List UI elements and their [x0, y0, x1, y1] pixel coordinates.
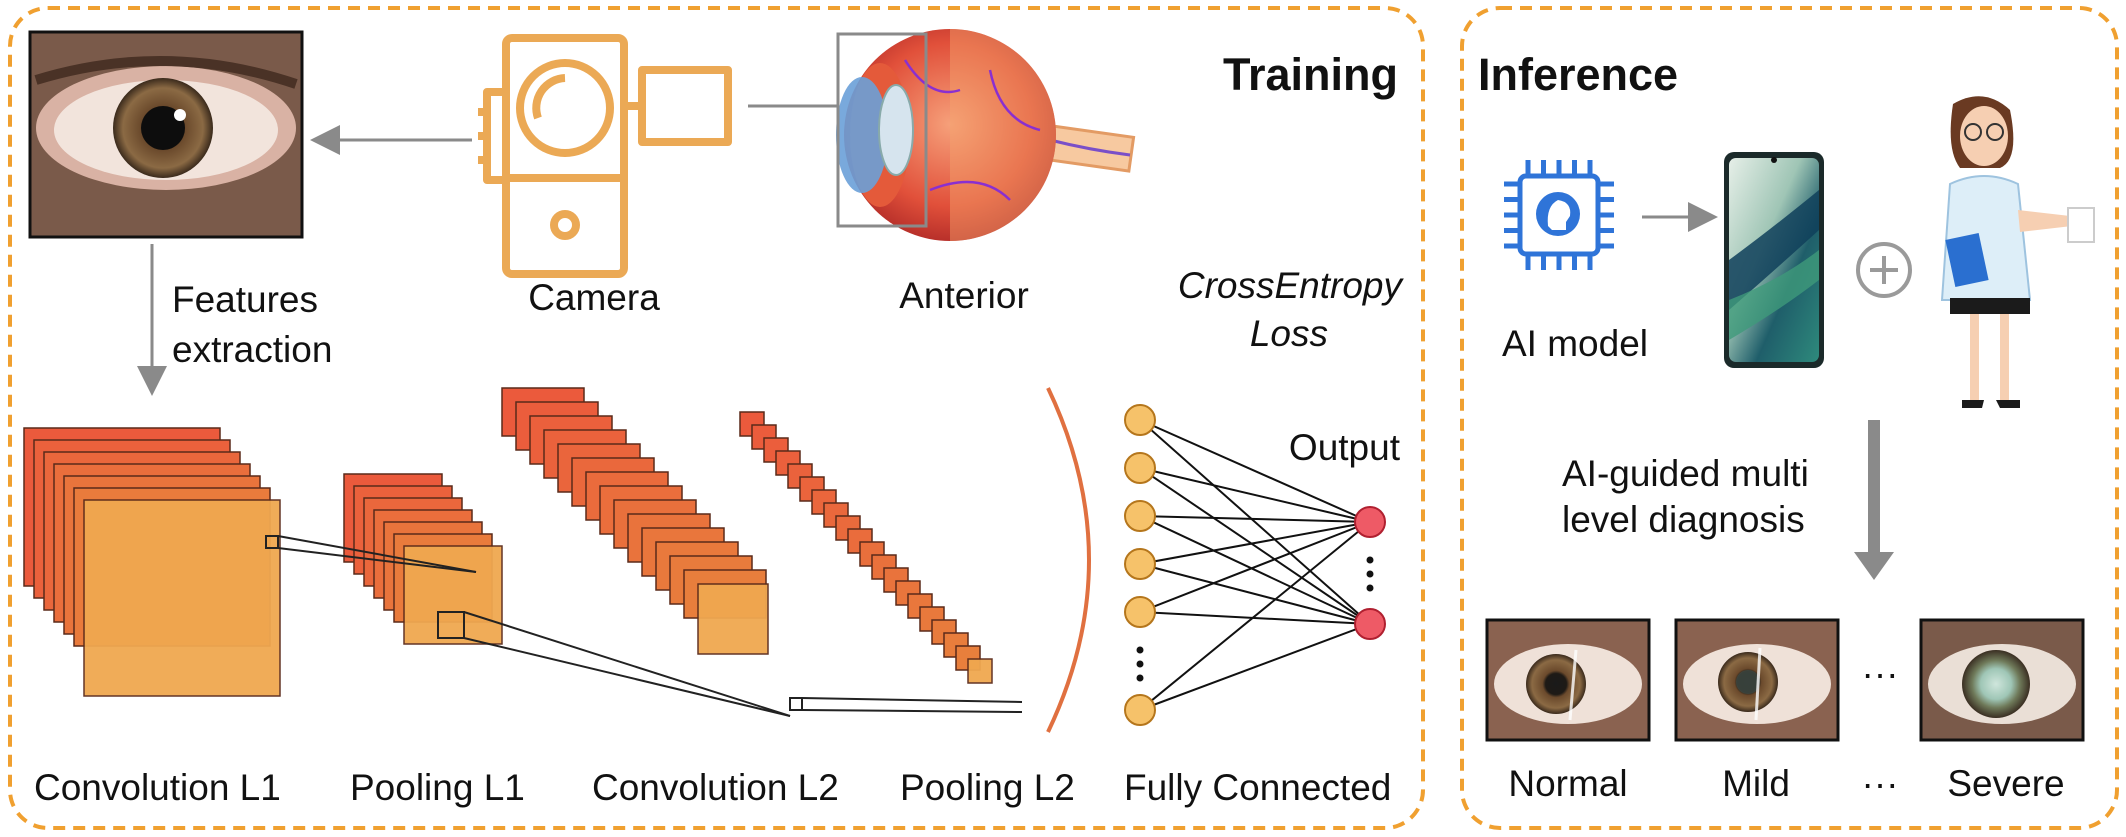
layer-stack-conv-l2: [501, 387, 769, 655]
fc-connections: [1139, 419, 1371, 711]
grade-label-mild: Mild: [1722, 763, 1790, 804]
input-ellipsis-dot: [1136, 660, 1144, 668]
output-neuron: [1354, 506, 1386, 538]
fc-edge: [1139, 515, 1371, 523]
grade-label-ellipsis: ···: [1862, 763, 1899, 804]
output-neuron: [1354, 608, 1386, 640]
output-ellipsis-dot: [1366, 570, 1374, 578]
loss-label-line1: CrossEntropy: [1178, 265, 1405, 306]
fc-edge: [1139, 521, 1371, 613]
inference-panel-border: [1460, 6, 2119, 830]
fc-edge: [1139, 419, 1371, 625]
grade-label-severe: Severe: [1947, 763, 2064, 804]
ai-chip-icon: [1504, 160, 1614, 270]
eye-photo-mild: [1674, 618, 1840, 742]
inference-title: Inference: [1478, 49, 1678, 100]
eye-anatomy-icon: [836, 29, 1136, 241]
layer-stack-conv-l1: [23, 427, 281, 697]
plus-circle-icon: [1856, 242, 1912, 298]
grade-label-normal: Normal: [1508, 763, 1627, 804]
loss-arc: [1046, 387, 1091, 733]
diagnosis-label-line2: level diagnosis: [1562, 499, 1805, 540]
smartphone-icon: [1724, 152, 1824, 368]
output-label: Output: [1289, 427, 1401, 468]
fc-edge: [1139, 563, 1371, 625]
pool-l2-sheet: [967, 658, 993, 684]
input-neuron: [1124, 404, 1156, 436]
layer-label-fc: Fully Connected: [1124, 767, 1391, 808]
fc-edge: [1139, 521, 1371, 565]
features-label-line2: extraction: [172, 329, 332, 370]
input-ellipsis-dot: [1136, 646, 1144, 654]
camera-icon: [478, 34, 732, 278]
layer-label-pool1: Pooling L1: [350, 767, 525, 808]
output-ellipsis-dot: [1366, 556, 1374, 564]
layer-label-conv2: Convolution L2: [592, 767, 839, 808]
loss-label-line2: Loss: [1250, 313, 1328, 354]
training-title: Training: [1223, 49, 1398, 100]
fc-edge: [1139, 467, 1371, 625]
fully-connected-network: [1124, 404, 1386, 726]
doctor-icon: [1940, 96, 2095, 408]
input-neuron: [1124, 596, 1156, 628]
input-neuron: [1124, 694, 1156, 726]
cnn-layers: [23, 387, 993, 697]
conv-l1-sheet: [83, 499, 281, 697]
output-ellipsis-dot: [1366, 584, 1374, 592]
input-neuron: [1124, 548, 1156, 580]
grade-photo-ellipsis: ···: [1862, 653, 1899, 694]
fc-edge: [1139, 521, 1371, 711]
fc-edge: [1139, 623, 1371, 711]
training-panel-border: [8, 6, 1425, 830]
eye-photo-normal: [1485, 618, 1651, 742]
fc-edge: [1139, 611, 1371, 625]
fc-edge: [1139, 467, 1371, 523]
layer-label-pool2: Pooling L2: [900, 767, 1075, 808]
layer-stack-pool-l2: [739, 411, 993, 684]
conv-l2-sheet: [697, 583, 769, 655]
eye-photo: [28, 30, 304, 239]
fc-edge: [1139, 419, 1371, 523]
input-ellipsis-dot: [1136, 674, 1144, 682]
ai-model-label: AI model: [1502, 323, 1648, 364]
features-label-line1: Features: [172, 279, 318, 320]
anterior-label: Anterior: [899, 275, 1029, 316]
camera-label: Camera: [528, 277, 660, 318]
layer-stack-pool-l1: [343, 473, 503, 645]
layer-label-conv1: Convolution L1: [34, 767, 281, 808]
eye-photo-severe: [1919, 618, 2085, 742]
diagnosis-label-line1: AI-guided multi: [1562, 453, 1809, 494]
layer-connectors: [265, 535, 1023, 717]
input-neuron: [1124, 500, 1156, 532]
input-neuron: [1124, 452, 1156, 484]
diagnosis-arrowhead: [1854, 552, 1894, 580]
fc-edge: [1139, 515, 1371, 625]
